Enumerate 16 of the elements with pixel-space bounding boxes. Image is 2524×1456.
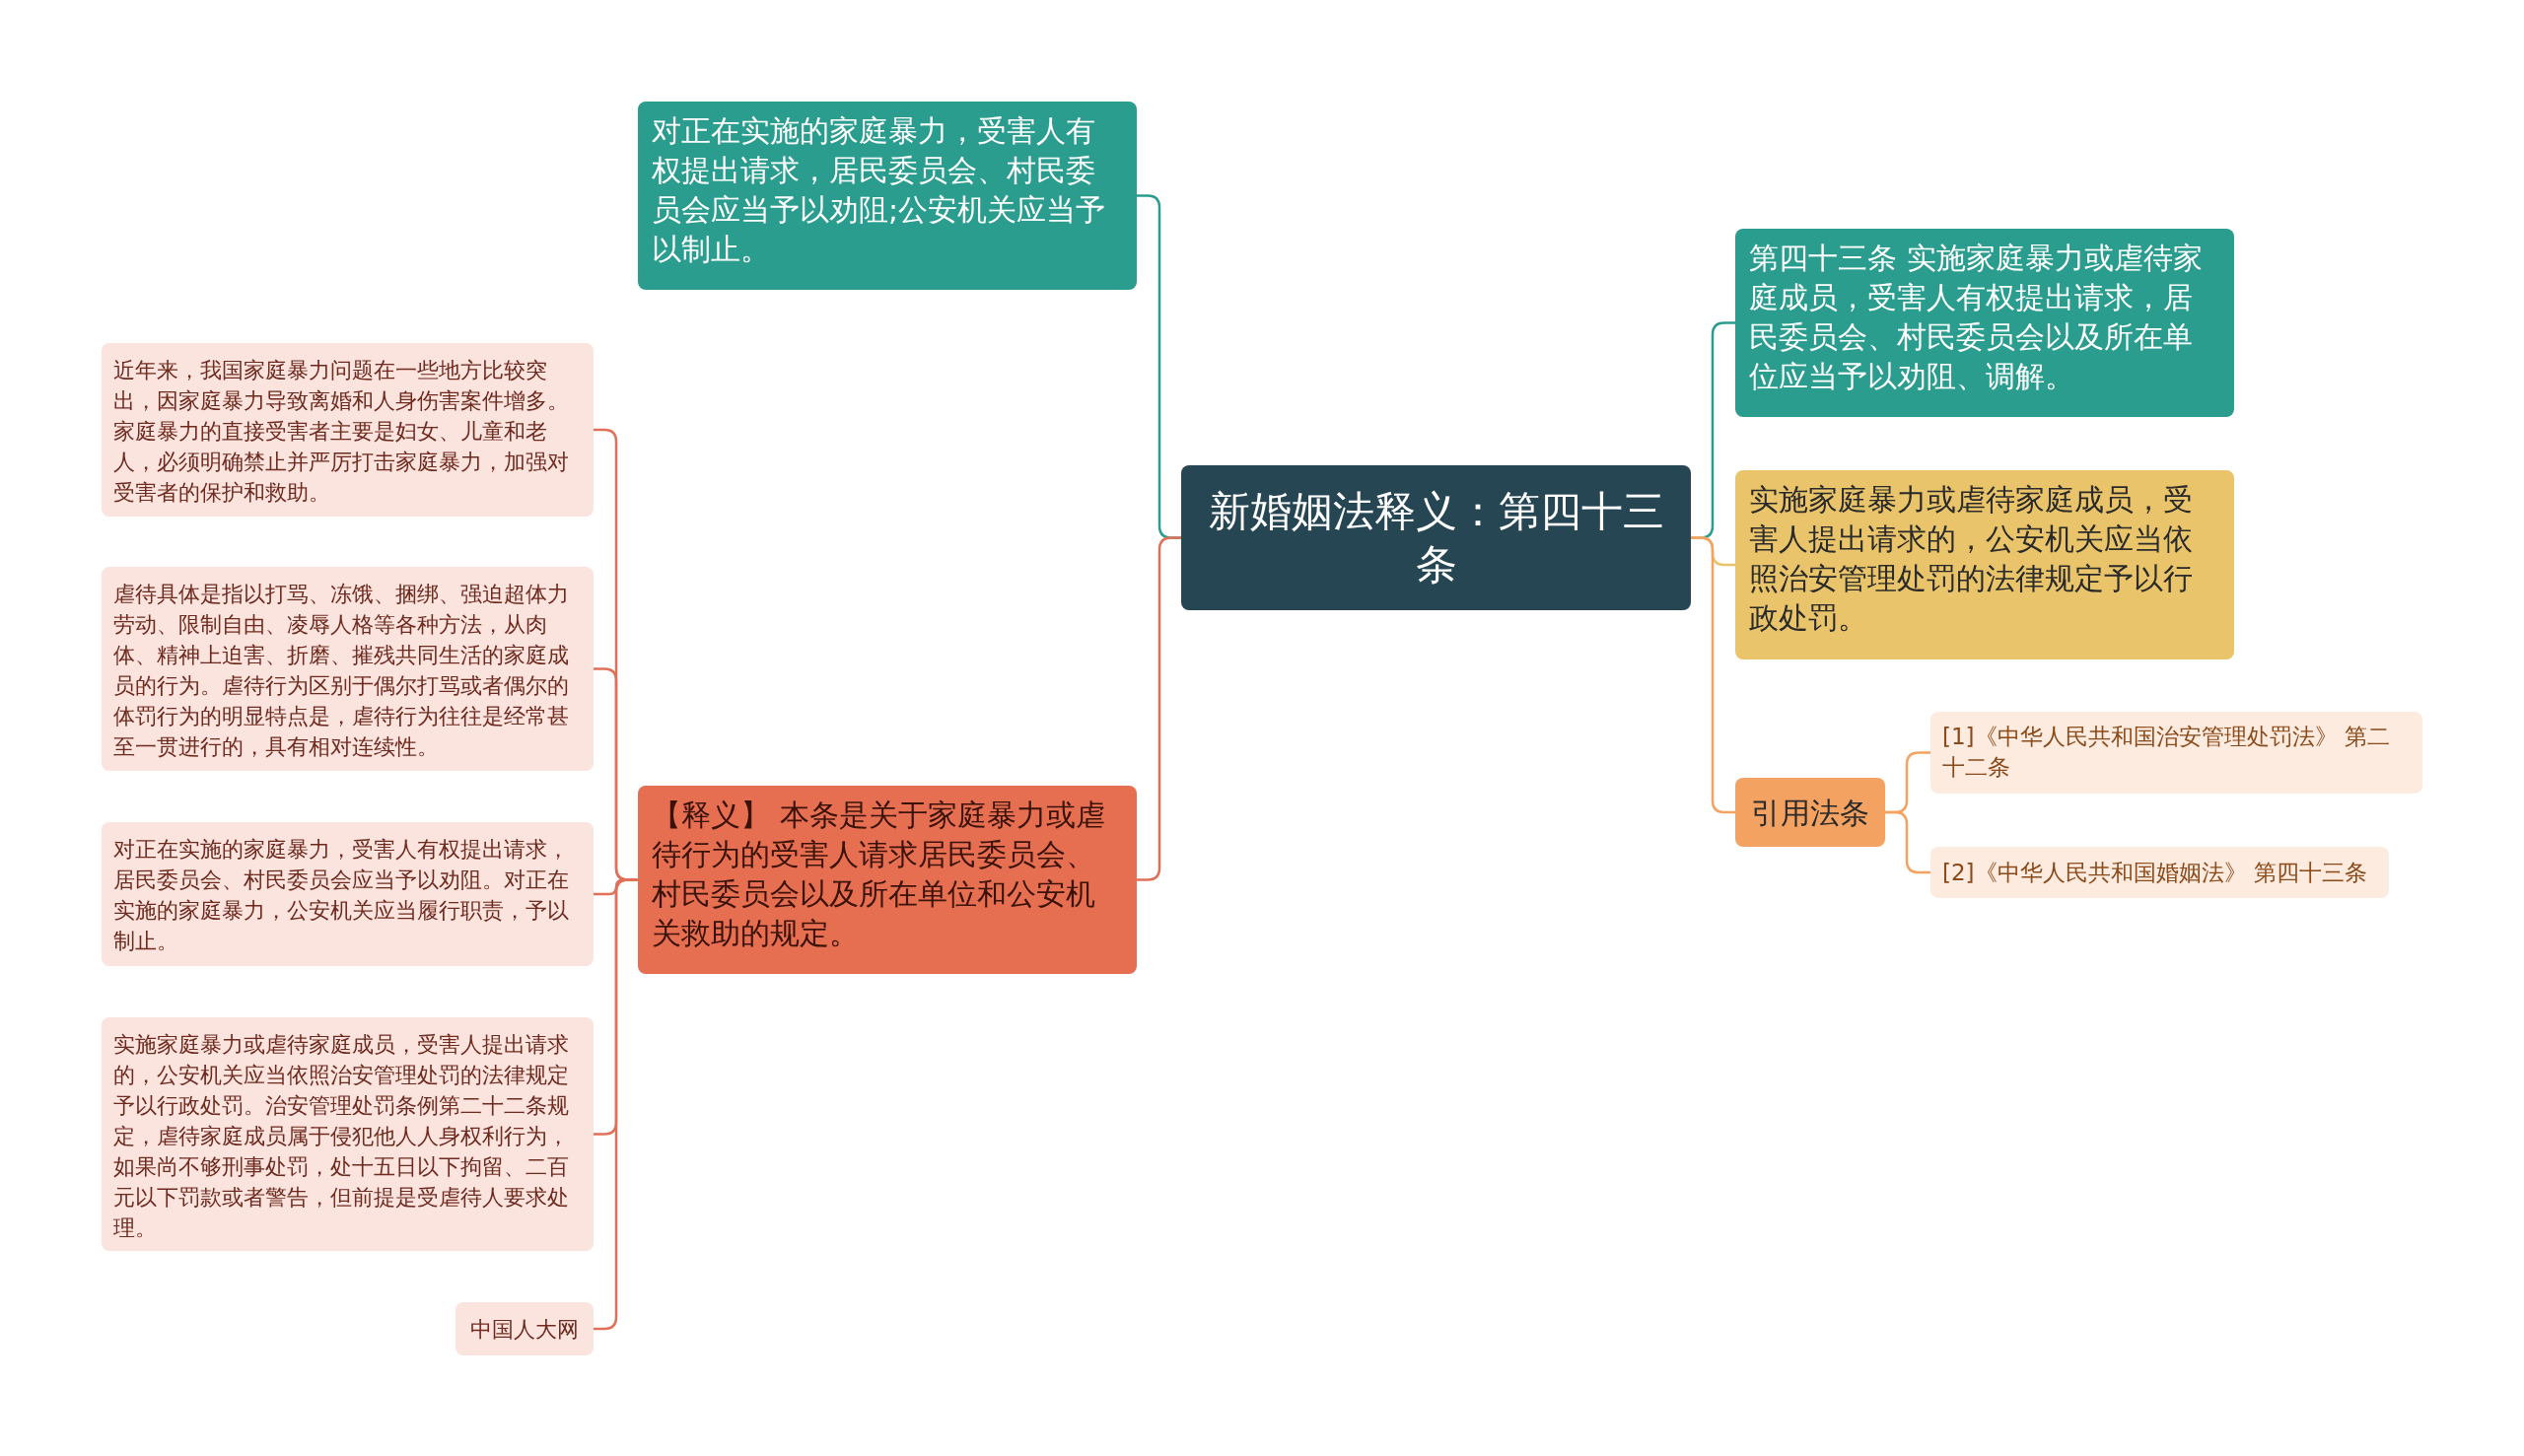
source-box: 中国人大网: [456, 1302, 594, 1355]
note-box: 虐待具体是指以打骂、冻饿、捆绑、强迫超体力劳动、限制自由、凌辱人格等各种方法，从肉体、精神上迫害、折磨、摧残共同生活的家庭成员的行为。虐待行为区别于偶尔打骂或者偶尔的体罚行为的明显特点是，虐待行为往往是经常甚至一贯进行的，具有相对连续性。: [102, 567, 594, 771]
reference-box: [1]《中华人民共和国治安管理处罚法》 第二十二条: [1930, 712, 2422, 794]
note-box: 近年来，我国家庭暴力问题在一些地方比较突出，因家庭暴力导致离婚和人身伤害案件增多。家庭暴力的直接受害者主要是妇女、儿童和老人，必须明确禁止并严厉打击家庭暴力，加强对受害者的保护和救助。: [102, 343, 594, 517]
root-topic: 新婚姻法释义：第四十三条: [1181, 465, 1691, 610]
topic-box: 引用法条: [1735, 778, 1885, 847]
note-box: 对正在实施的家庭暴力，受害人有权提出请求，居民委员会、村民委员会应当予以劝阻。对正在实施的家庭暴力，公安机关应当履行职责，予以制止。: [102, 822, 594, 966]
connector-line: [1691, 536, 1735, 814]
connector-line: [594, 878, 638, 1331]
note-box: 实施家庭暴力或虐待家庭成员，受害人提出请求的，公安机关应当依照治安管理处罚的法律规定予以行政处罚。治安管理处罚条例第二十二条规定，虐待家庭成员属于侵犯他人人身权利行为，如果尚不够刑事处罚，处十五日以下拘留、二百元以下罚款或者警告，但前提是受虐待人要求处理。: [102, 1017, 594, 1251]
connector-line: [1137, 536, 1181, 881]
topic-box: 实施家庭暴力或虐待家庭成员，受害人提出请求的，公安机关应当依照治安管理处罚的法律规定予以行政处罚。: [1735, 470, 2234, 659]
topic-box: 【释义】 本条是关于家庭暴力或虐待行为的受害人请求居民委员会、村民委员会以及所在单位和公安机关救助的规定。: [638, 786, 1137, 974]
topic-box: 对正在实施的家庭暴力，受害人有权提出请求，居民委员会、村民委员会应当予以劝阻;公安机关应当予以制止。: [638, 102, 1137, 290]
topic-box: 第四十三条 实施家庭暴力或虐待家庭成员，受害人有权提出请求，居民委员会、村民委员会以及所在单位应当予以劝阻、调解。: [1735, 229, 2234, 417]
reference-box: [2]《中华人民共和国婚姻法》 第四十三条: [1930, 847, 2389, 898]
